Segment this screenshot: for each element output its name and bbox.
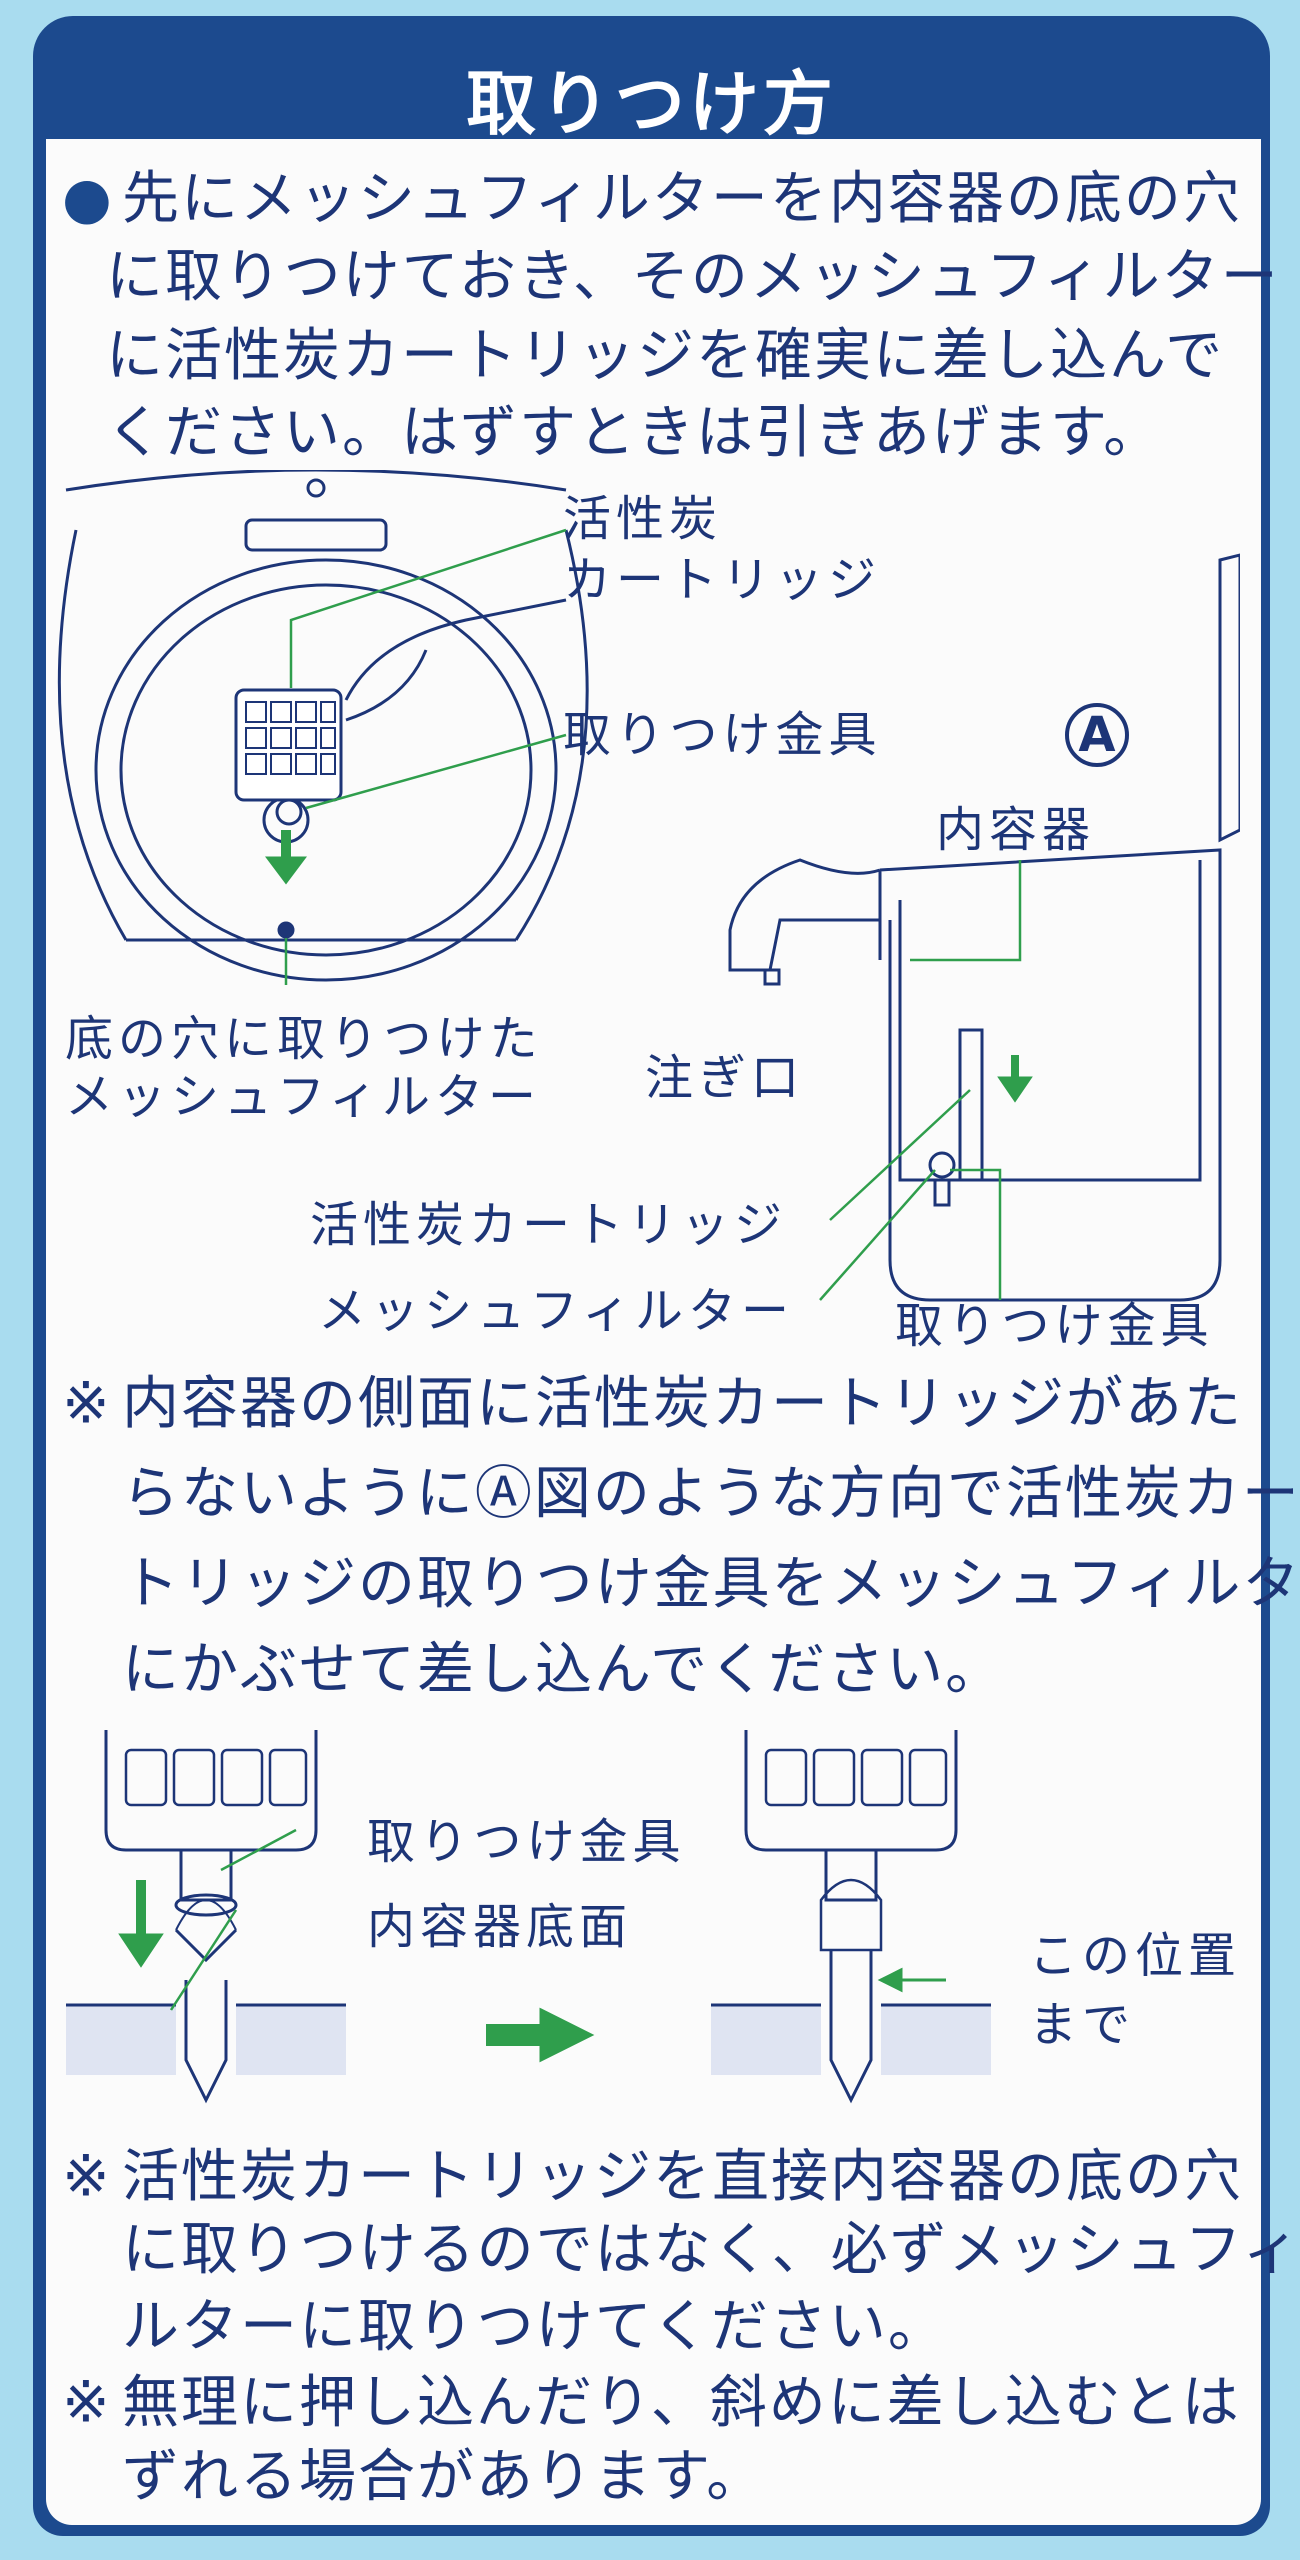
para3-line: 活性炭カートリッジを直接内容器の底の穴 — [122, 2143, 1243, 2210]
label-position: この位置 — [1029, 1928, 1242, 1984]
note-mark: ※ — [62, 2143, 112, 2210]
bullet-icon: ● — [62, 165, 114, 232]
label-fitting-side: 取りつけ金具 — [895, 1298, 1214, 1354]
pot-top-view-illustration — [57, 470, 589, 985]
label-fitting-bottom: 取りつけ金具 — [367, 1814, 686, 1870]
instruction-body — [46, 139, 1261, 2525]
label-hole: メッシュフィルター — [65, 1069, 542, 1125]
label-spout: 注ぎ口 — [645, 1050, 805, 1106]
para4-line: ずれる場合があります。 — [122, 2443, 766, 2510]
marker-a: A — [1065, 703, 1129, 767]
para1-line: 先にメッシュフィルターを内容器の底の穴 — [122, 165, 1242, 232]
para2-line: にかぶせて差し込んでください。 — [122, 1636, 1005, 1703]
insertion-steps-illustration — [66, 1730, 991, 2104]
label-inner-container: 内容器 — [936, 802, 1096, 858]
para3-line: ルターに取りつけてください。 — [122, 2293, 947, 2360]
label-hole: 底の穴に取りつけた — [65, 1011, 543, 1067]
para3-line: に取りつけるのではなく、必ずメッシュフィ — [122, 2216, 1300, 2283]
para2-line: 内容器の側面に活性炭カートリッジがあた — [122, 1370, 1243, 1437]
pot-side-view-illustration — [728, 553, 1240, 1302]
label-position: まで — [1029, 1997, 1136, 2053]
label-cartridge-side: 活性炭カートリッジ — [310, 1197, 788, 1253]
label-fitting: 取りつけ金具 — [563, 707, 882, 763]
page-title: 取りつけ方 — [466, 63, 837, 145]
label-cartridge: 活性炭 — [563, 491, 723, 547]
note-mark: ※ — [62, 1370, 112, 1437]
label-mesh-side: メッシュフィルター — [318, 1283, 795, 1339]
para1-line: ください。はずすときは引きあげます。 — [106, 399, 1163, 466]
para2-line: トリッジの取りつけ金具をメッシュフィルター — [122, 1550, 1300, 1617]
note-mark: ※ — [62, 2369, 112, 2436]
para1-line: に取りつけておき、そのメッシュフィルター — [106, 243, 1280, 310]
label-container-bottom: 内容器底面 — [367, 1899, 633, 1955]
para2-line: らないようにⒶ図のような方向で活性炭カー — [122, 1460, 1300, 1527]
para1-line: に活性炭カートリッジを確実に差し込んで — [106, 322, 1225, 389]
para4-line: 無理に押し込んだり、斜めに差し込むとは — [122, 2369, 1241, 2436]
label-cartridge: カートリッジ — [563, 552, 882, 608]
